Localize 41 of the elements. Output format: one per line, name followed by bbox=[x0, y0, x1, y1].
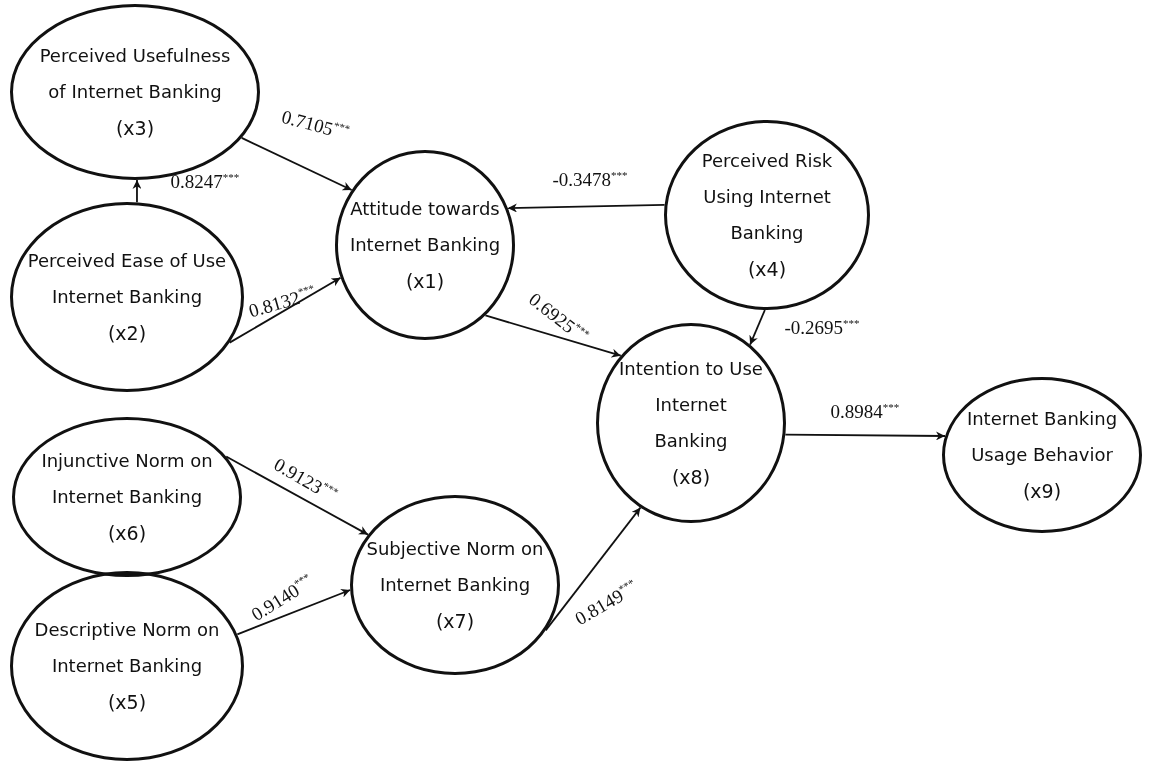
variable-code: (x5) bbox=[107, 690, 147, 715]
construct-name: Subjective Norm on Internet Banking bbox=[365, 537, 545, 597]
path-arrow bbox=[236, 589, 352, 636]
construct-name: Perceived Risk Using Internet Banking bbox=[700, 149, 834, 245]
variable-code: (x8) bbox=[671, 465, 711, 490]
variable-code: (x1) bbox=[405, 269, 445, 294]
construct-ellipse bbox=[10, 202, 244, 392]
construct-ellipse bbox=[596, 323, 786, 523]
construct-name: Internet Banking Usage Behavior bbox=[965, 407, 1119, 467]
variable-code: (x4) bbox=[747, 257, 787, 282]
path-arrow bbox=[225, 455, 369, 536]
path-coefficient: 0.8247$^{***}$ bbox=[170, 171, 240, 194]
construct-ellipse bbox=[335, 150, 515, 340]
variable-code: (x2) bbox=[107, 321, 147, 346]
path-arrow bbox=[507, 203, 666, 213]
construct-ellipse bbox=[664, 120, 870, 310]
path-coefficient: 0.8984$^{***}$ bbox=[830, 401, 900, 424]
variable-code: (x6) bbox=[107, 521, 147, 546]
variable-code: (x7) bbox=[435, 609, 475, 634]
variable-code: (x3) bbox=[115, 116, 155, 141]
construct-name: Perceived Ease of Use Internet Banking bbox=[27, 249, 227, 309]
construct-ellipse bbox=[10, 571, 244, 761]
construct-ellipse bbox=[350, 495, 560, 675]
path-arrow bbox=[132, 179, 142, 204]
construct-name: Injunctive Norm on Internet Banking bbox=[40, 449, 214, 509]
path-coefficient: 0.7105$^{***}$ bbox=[278, 105, 351, 142]
path-arrow bbox=[484, 314, 622, 358]
path-arrow bbox=[784, 431, 946, 441]
path-arrow bbox=[228, 276, 342, 344]
construct-ellipse bbox=[942, 377, 1142, 533]
construct-name: Attitude towards Internet Banking bbox=[348, 197, 502, 257]
path-arrow bbox=[240, 136, 353, 191]
path-arrow bbox=[544, 506, 642, 632]
path-arrow bbox=[749, 309, 766, 346]
construct-name: Perceived Usefulness of Internet Banking bbox=[38, 44, 232, 104]
variable-code: (x9) bbox=[1022, 479, 1062, 504]
construct-name: Descriptive Norm on Internet Banking bbox=[33, 618, 221, 678]
path-coefficient: -0.3478$^{***}$ bbox=[552, 169, 628, 192]
path-coefficient: -0.2695$^{***}$ bbox=[784, 317, 860, 340]
construct-name: Intention to Use Internet Banking bbox=[618, 357, 764, 453]
construct-ellipse bbox=[12, 417, 242, 577]
